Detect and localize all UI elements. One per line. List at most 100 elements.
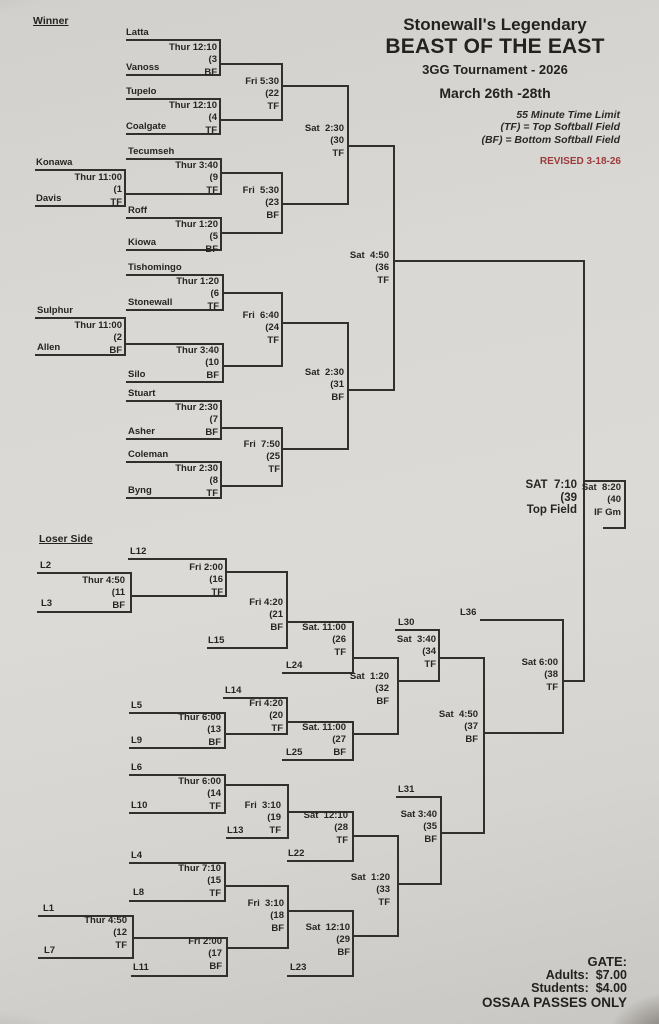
team-label-asher: Asher (128, 426, 155, 437)
game-14-time: Thur 6:00 (178, 776, 221, 787)
bracket-line (393, 260, 585, 262)
loser-ref-l13: L13 (227, 825, 244, 836)
bracket-line (219, 98, 221, 135)
game-19-field: TF (269, 824, 281, 836)
bracket-line (352, 935, 399, 937)
bracket-line (222, 343, 224, 383)
game-36-field: TF (377, 274, 389, 286)
bracket-line (37, 611, 132, 613)
bracket-line (207, 647, 288, 649)
game-19-num: (19 (267, 812, 281, 824)
game-23-num: (23 (265, 197, 279, 209)
team-label-stonewall: Stonewall (128, 297, 173, 308)
game-10-num: (10 (205, 357, 219, 369)
game-1-time: Thur 11:00 (74, 172, 122, 183)
bracket-line (124, 193, 222, 195)
revised-note: REVISED 3-18-26 (539, 156, 621, 167)
loser-ref-l15: L15 (208, 635, 225, 646)
game-34-field: TF (424, 658, 436, 670)
game-21-num: (21 (269, 609, 283, 621)
bracket-line (352, 835, 399, 837)
loser-ref-l31: L31 (398, 784, 415, 795)
game-38-time: Sat 6:00 (521, 657, 558, 668)
bracket-line (393, 145, 395, 391)
bracket-line (225, 571, 288, 573)
bracket-line (483, 732, 564, 734)
bracket-line (224, 885, 289, 887)
game-32-time: Sat 1:20 (349, 671, 389, 682)
game-26-field: TF (334, 646, 346, 658)
game-16-time: Fri 2:00 (189, 562, 223, 573)
game-22-field: TF (267, 100, 279, 112)
game-40-field: IF Gm (594, 506, 621, 518)
bracket-line (483, 657, 485, 834)
loser-ref-l9: L9 (131, 735, 143, 746)
bracket-line (126, 39, 221, 41)
game-32-field: BF (376, 695, 389, 707)
game-15-num: (15 (207, 875, 221, 887)
game-8-field: TF (206, 487, 218, 499)
loser-ref-l24: L24 (286, 660, 303, 671)
bracket-line (286, 621, 354, 623)
team-label-latta: Latta (126, 27, 149, 38)
bracket-line (219, 119, 283, 121)
bracket-line (282, 759, 354, 761)
game-21-time: Fri 4:20 (249, 597, 283, 608)
bracket-line (124, 169, 126, 207)
game-9-field: TF (206, 184, 218, 196)
bracket-line (226, 837, 289, 839)
bracket-line (124, 317, 126, 356)
game-27-num: (27 (332, 734, 346, 746)
game-17-num: (17 (208, 948, 222, 960)
game-39-time: SAT 7:10 (525, 479, 577, 491)
bracket-line (347, 145, 395, 147)
gate-passes-note: OSSAA PASSES ONLY (481, 995, 627, 1010)
game-35-field: BF (424, 833, 437, 845)
bracket-line (352, 621, 354, 674)
bracket-line (397, 657, 399, 734)
bracket-line (281, 85, 349, 87)
bracket-line (129, 774, 226, 776)
bracket-line (126, 217, 222, 219)
game-7-num: (7 (209, 414, 218, 426)
loser-ref-l5: L5 (131, 700, 143, 711)
bracket-line (132, 937, 228, 939)
bracket-line (224, 774, 226, 814)
team-label-coalgate: Coalgate (126, 121, 167, 132)
loser-ref-l25: L25 (286, 747, 303, 758)
bracket-line (126, 98, 221, 100)
game-20-field: TF (271, 722, 283, 734)
game-2-time: Thur 11:00 (74, 320, 122, 331)
bracket-line (287, 885, 289, 949)
bracket-line (281, 322, 349, 324)
game-26-num: (26 (332, 634, 346, 646)
game-30-num: (30 (330, 135, 344, 147)
loser-side-heading: Loser Side (39, 533, 93, 545)
game-12-field: TF (115, 939, 127, 951)
game-8-num: (8 (209, 475, 218, 487)
bracket-line (126, 400, 222, 402)
bracket-line (287, 975, 354, 977)
bracket-line (126, 381, 224, 383)
bracket-line (352, 811, 354, 862)
bracket-line (286, 721, 354, 723)
loser-ref-l2: L2 (40, 560, 52, 571)
bracket-line (222, 365, 283, 367)
bracket-line (624, 480, 626, 529)
game-2-field: BF (109, 344, 122, 356)
team-label-tupelo: Tupelo (126, 86, 157, 97)
game-33-field: TF (378, 896, 390, 908)
team-label-konawa: Konawa (36, 157, 73, 168)
